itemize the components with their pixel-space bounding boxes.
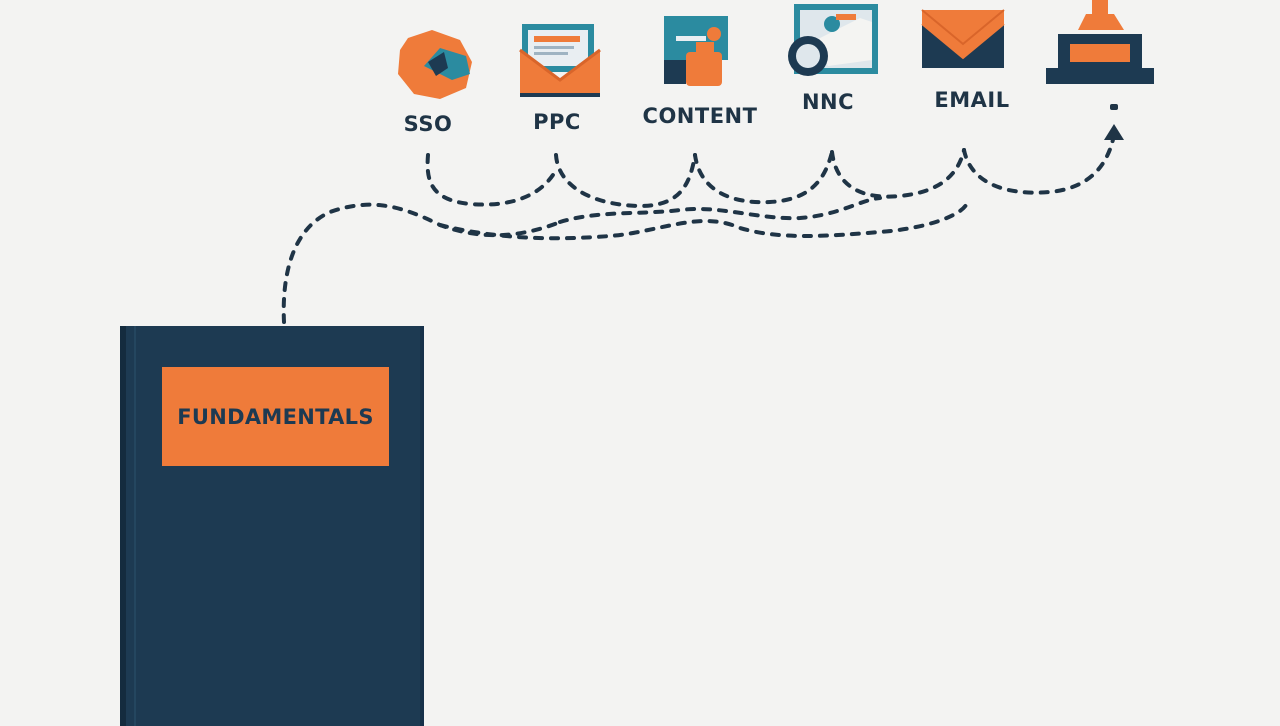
envelope-document-icon — [519, 24, 601, 97]
puzzle-content-icon — [664, 16, 728, 86]
connector-nnc — [830, 148, 966, 199]
label-sso: SSO — [403, 112, 453, 136]
connector-email — [962, 133, 1116, 195]
connector-mid-wave — [558, 196, 882, 224]
label-email: EMAIL — [934, 88, 1010, 112]
connector-ppc — [554, 153, 697, 209]
orange-globe-icon — [398, 30, 472, 99]
connector-lower-wave — [438, 203, 968, 241]
label-ppc: PPC — [533, 110, 581, 134]
connector-sso — [425, 153, 558, 207]
podium-trophy-icon — [1046, 0, 1154, 84]
fundamentals-book: FUNDAMENTALS — [120, 326, 422, 726]
connector-paths — [281, 133, 1116, 324]
book-title-plate: FUNDAMENTALS — [162, 367, 389, 466]
label-content: CONTENT — [642, 104, 758, 128]
label-nnc: NNC — [801, 90, 855, 114]
connector-content — [693, 150, 834, 205]
book-spine — [134, 326, 136, 726]
arrow-up-icon — [1104, 104, 1124, 140]
image-magnifier-icon — [788, 4, 878, 76]
connector-book-to-network — [281, 202, 562, 324]
book-title: FUNDAMENTALS — [177, 404, 374, 429]
envelope-icon — [921, 9, 1005, 68]
